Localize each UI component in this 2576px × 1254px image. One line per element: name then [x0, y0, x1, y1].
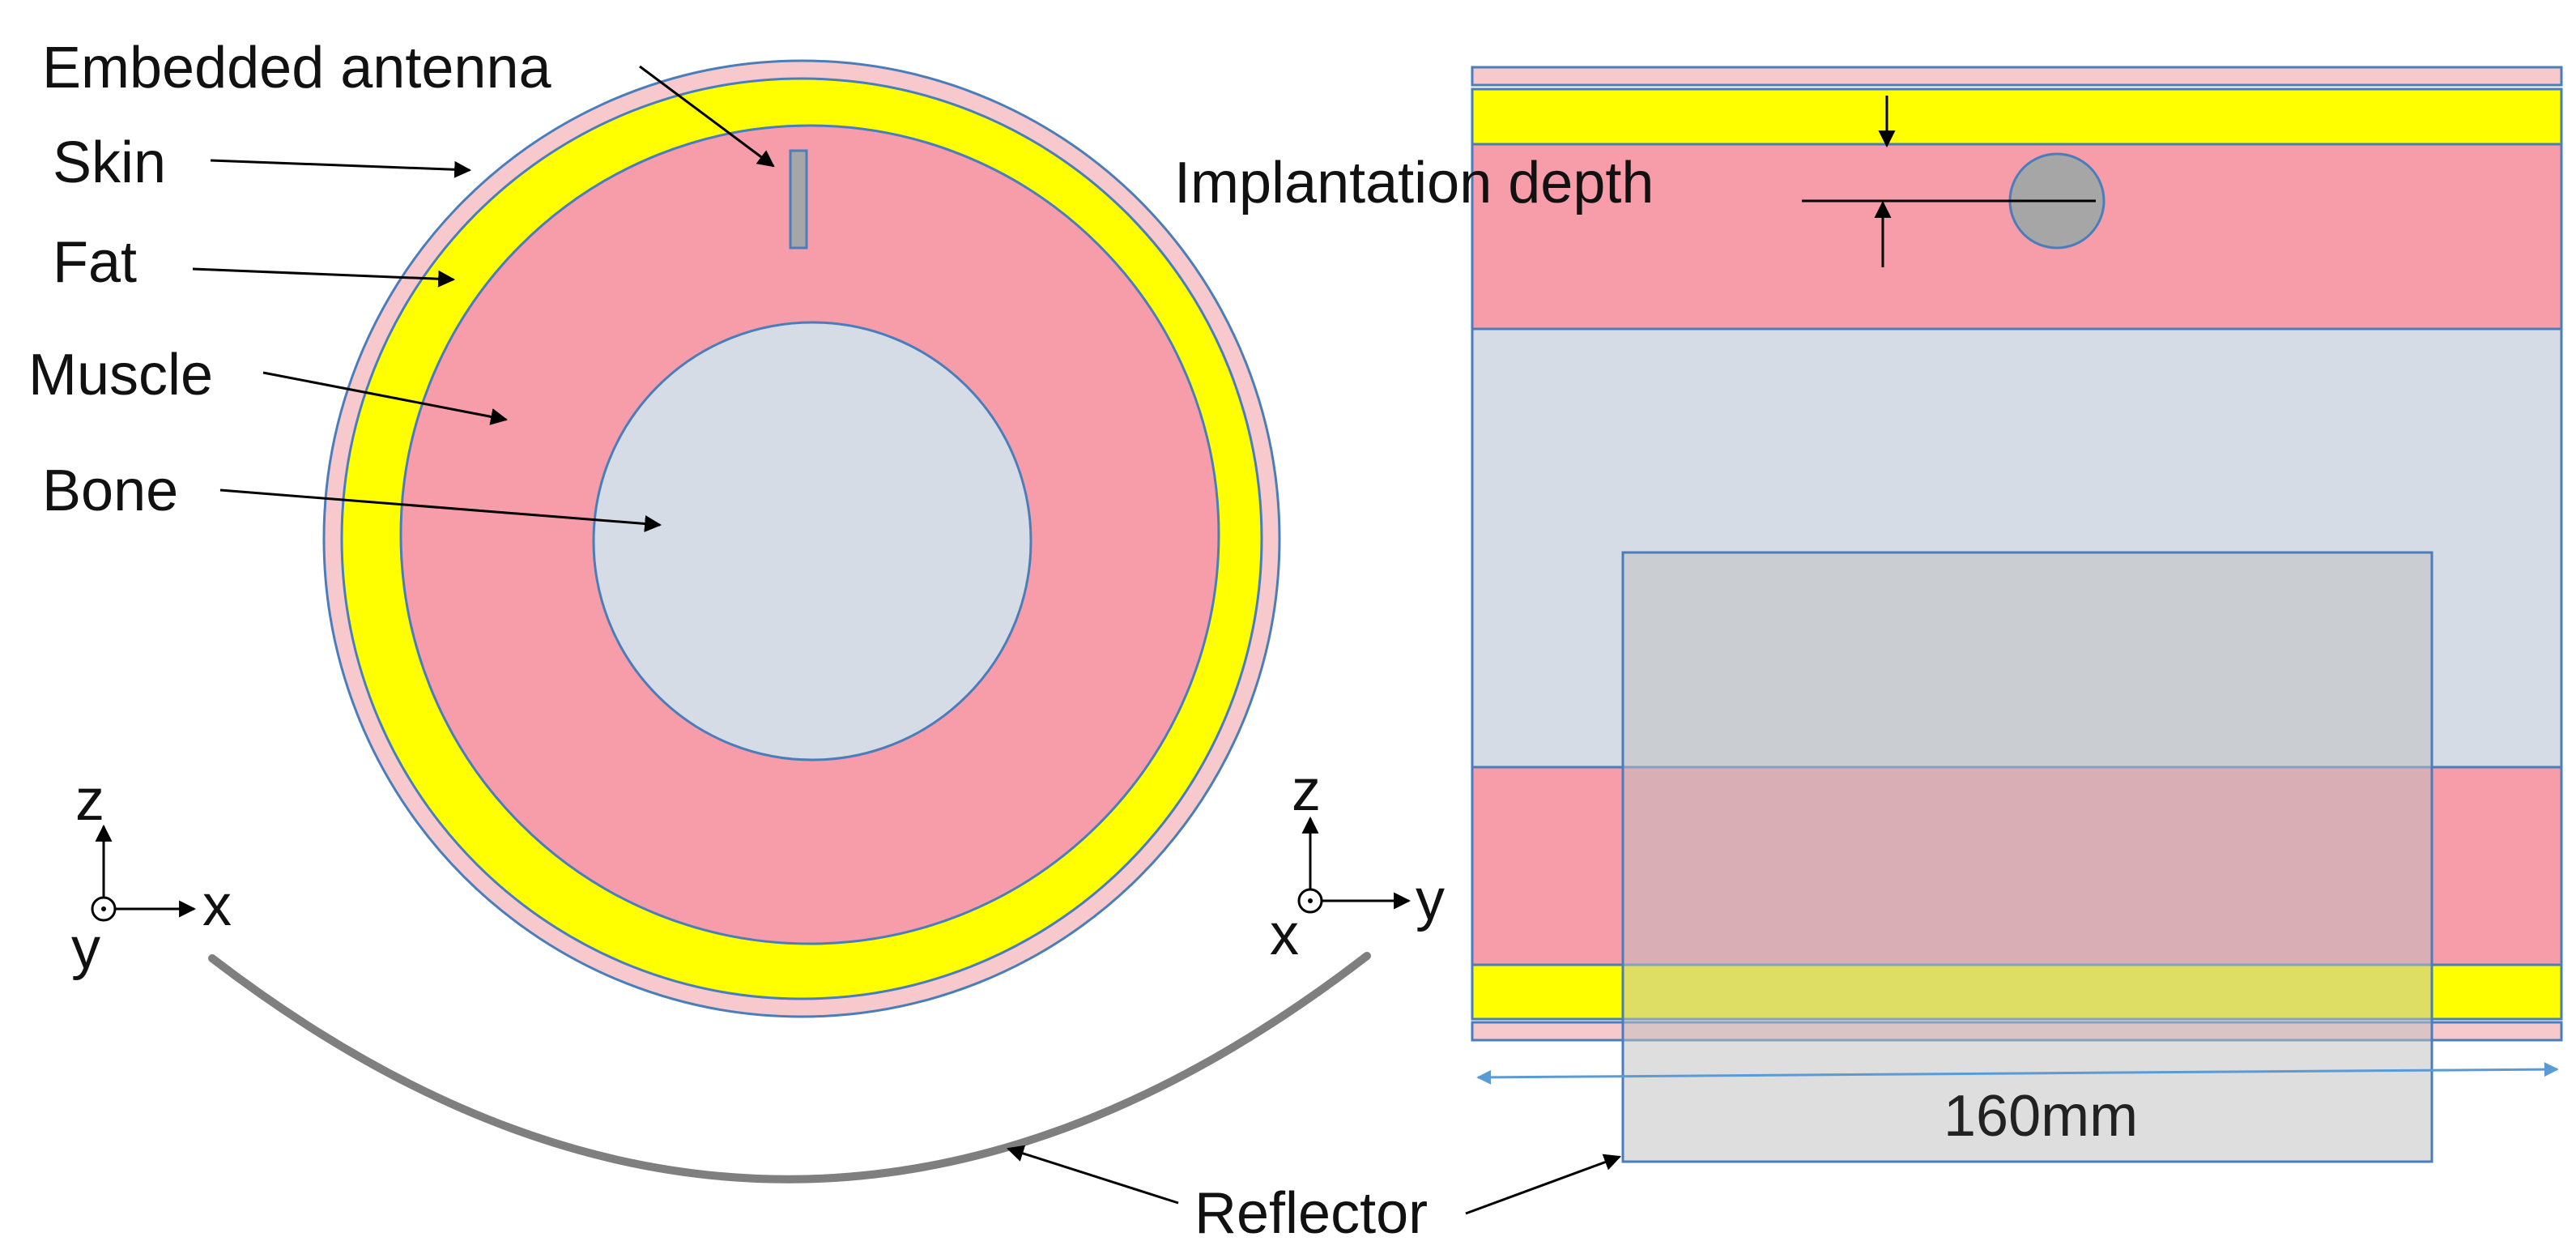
- bone-label: Bone: [42, 459, 178, 523]
- cross-section-view: Embedded antenna Skin Fat Muscle Bone z …: [28, 36, 1371, 1184]
- embedded-antenna: [789, 149, 808, 250]
- right-z-axis-label: z: [1292, 758, 1321, 823]
- reflector-pointer-left: [1006, 1145, 1179, 1205]
- left-z-axis-label: z: [75, 768, 104, 833]
- left-y-axis-label: y: [71, 916, 100, 981]
- implantation-depth-label: Implantation depth: [1174, 151, 1654, 215]
- left-x-axis-label: x: [202, 873, 232, 938]
- width-dimension-line: [1476, 1062, 2559, 1085]
- right-x-axis-label: x: [1270, 902, 1299, 967]
- reflector-arc: [208, 952, 1371, 1184]
- skin-pointer-arrow: [210, 159, 472, 178]
- embedded-antenna-label: Embedded antenna: [42, 36, 551, 100]
- antenna-pointer-arrow: [639, 65, 775, 168]
- muscle-pointer-arrow: [262, 371, 509, 425]
- reflector-pointer-right: [1465, 1154, 1621, 1215]
- fat-pointer-arrow: [192, 267, 456, 288]
- right-axis-triad: z y x: [1270, 758, 1445, 967]
- reflector-block: [1621, 551, 2433, 1163]
- right-y-axis-label: y: [1416, 868, 1445, 932]
- side-fat-top: [1471, 87, 2563, 146]
- fat-label: Fat: [53, 230, 137, 295]
- bone-layer: [592, 321, 1033, 761]
- right-x-axis-dot: [1308, 898, 1313, 903]
- width-dimension-label: 160mm: [1944, 1084, 2138, 1149]
- muscle-label: Muscle: [28, 343, 213, 407]
- skin-label: Skin: [53, 130, 166, 195]
- side-skin-top: [1471, 66, 2563, 87]
- left-axis-triad: z x y: [71, 768, 232, 981]
- bone-pointer-arrow: [219, 488, 662, 532]
- reflector-callout: Reflector: [1006, 1145, 1621, 1246]
- reflector-label: Reflector: [1194, 1181, 1428, 1246]
- side-view: Implantation depth 160mm z y x: [1174, 66, 2563, 1163]
- left-y-axis-dot: [101, 906, 106, 911]
